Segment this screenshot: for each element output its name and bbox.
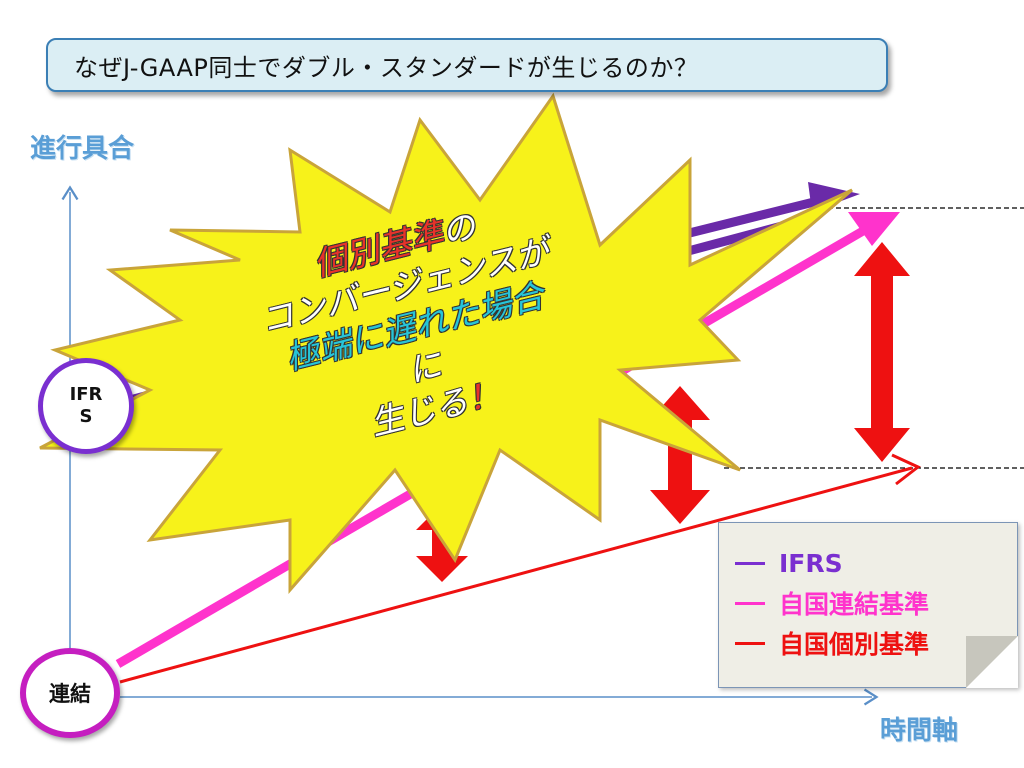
legend-swatch-ifrs	[735, 561, 765, 565]
x-axis-label: 時間軸	[880, 716, 959, 746]
legend-page-fold	[966, 636, 1018, 688]
legend: IFRS 自国連結基準 自国個別基準	[718, 522, 1018, 688]
legend-label-kobetsu: 自国個別基準	[779, 630, 930, 659]
renketsu-node-label: 連結	[49, 682, 91, 706]
legend-swatch-kobetsu	[735, 641, 765, 645]
ifrs-node: IFRS	[38, 358, 134, 454]
renketsu-node: 連結	[20, 648, 120, 738]
gap-arrow-medium	[650, 386, 710, 524]
legend-item-kobetsu: 自国個別基準	[735, 623, 1017, 663]
y-axis-label: 進行具合	[30, 134, 135, 164]
legend-item-ifrs: IFRS	[735, 543, 1017, 583]
explosion-burst	[39, 92, 853, 594]
legend-swatch-renketsu	[735, 601, 765, 605]
kobetsu-line	[119, 453, 921, 684]
gap-arrow-large	[854, 242, 910, 462]
ifrs-node-label: IFRS	[69, 384, 103, 427]
legend-item-renketsu: 自国連結基準	[735, 583, 1017, 623]
legend-label-renketsu: 自国連結基準	[779, 590, 930, 619]
page-title-text: なぜJ-GAAP同士でダブル・スタンダードが生じるのか？	[74, 53, 699, 82]
page-title: なぜJ-GAAP同士でダブル・スタンダードが生じるのか？	[46, 38, 888, 92]
legend-label-ifrs: IFRS	[779, 548, 843, 578]
